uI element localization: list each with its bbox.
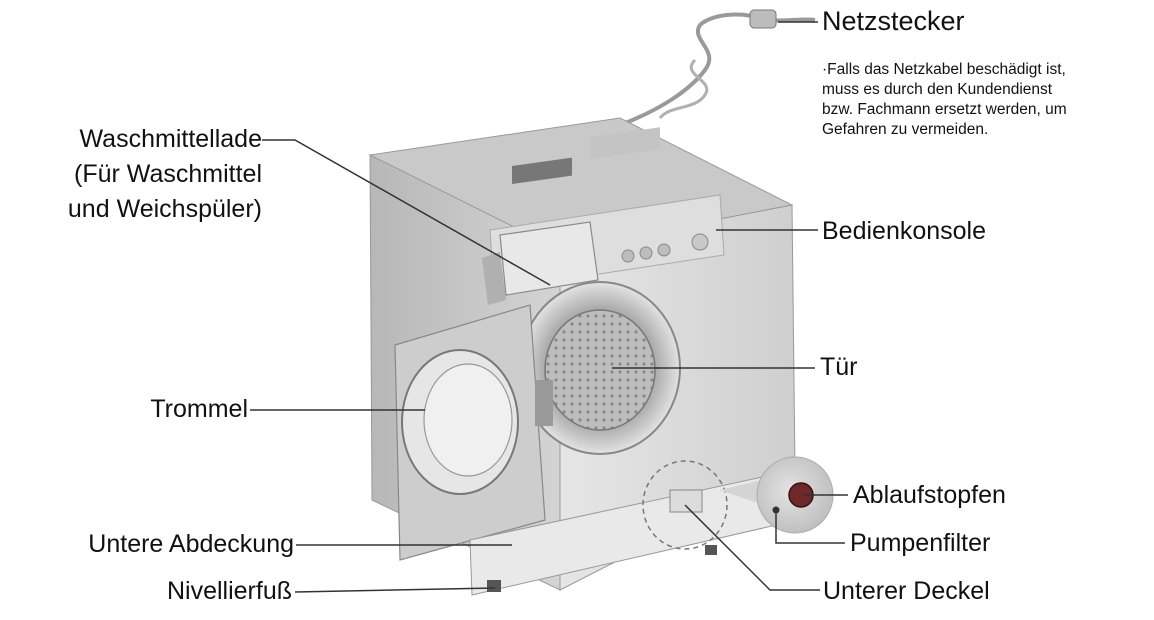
line-pumpenfilter <box>775 510 845 544</box>
power-cord <box>619 12 816 127</box>
label-untere-abdeckung: Untere Abdeckung <box>88 530 294 558</box>
detergent-drawer <box>499 221 599 296</box>
leader-lines <box>250 21 848 593</box>
label-bedienkonsole: Bedienkonsole <box>822 217 987 245</box>
line-unterer-deckel <box>684 504 820 591</box>
line-nivellierfuss <box>294 587 496 593</box>
label-tuer: Tür <box>820 353 858 381</box>
pump-area-highlight <box>642 460 728 550</box>
note-line-2: muss es durch den Kundendienst <box>822 81 1053 98</box>
note-line-3: bzw. Fachmann ersetzt werden, um <box>822 101 1067 118</box>
label-pumpenfilter: Pumpenfilter <box>850 529 991 557</box>
line-waschmittellade <box>262 139 551 286</box>
label-unterer-deckel: Unterer Deckel <box>823 577 990 605</box>
label-trommel: Trommel <box>150 395 248 423</box>
label-waschmittellade: Waschmittellade (Für Waschmittel und Wei… <box>0 122 262 227</box>
label-netzstecker: Netzstecker <box>822 6 965 36</box>
note-line-4: Gefahren zu vermeiden. <box>822 121 989 138</box>
label-ablaufstopfen: Ablaufstopfen <box>853 481 1006 509</box>
label-nivellierfuss: Nivellierfuß <box>166 577 292 605</box>
label-waschmittellade-line-2: (Für Waschmittel <box>74 160 262 188</box>
label-waschmittellade-line-3: und Weichspüler) <box>67 195 262 223</box>
plug-icon <box>749 9 777 29</box>
power-cord-note: ·Falls das Netzkabel beschädigt ist, mus… <box>822 60 1152 140</box>
leveling-foot <box>487 580 501 592</box>
label-waschmittellade-line-1: Waschmittellade <box>79 125 262 153</box>
note-line-1: ·Falls das Netzkabel beschädigt ist, <box>822 61 1066 78</box>
